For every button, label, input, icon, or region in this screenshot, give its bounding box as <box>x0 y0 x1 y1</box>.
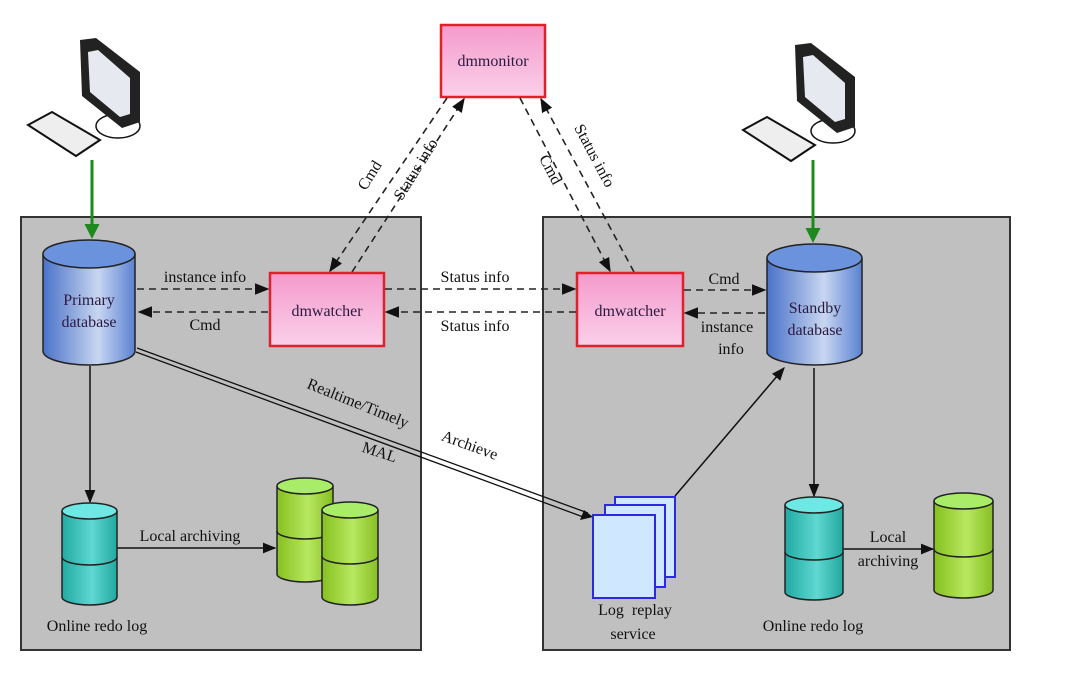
online-redo-log-left <box>61 502 118 606</box>
standby-database-node <box>766 243 863 366</box>
monitor-right-cmd-label: Cmd <box>535 152 565 187</box>
replay-to-standby-edge <box>674 366 785 497</box>
computer-icon-left <box>26 38 141 158</box>
log-replay-label-1: Log replay <box>598 602 672 619</box>
instance-info-label-right-2: info <box>718 341 744 358</box>
monitor-left-status-edge <box>351 97 465 273</box>
archive-log-right <box>933 492 994 599</box>
standby-db-label-2: database <box>787 322 842 339</box>
computer-icon-right <box>741 43 856 163</box>
monitor-right-status-label: Status info <box>570 121 617 190</box>
cmd-label-left: Cmd <box>189 317 220 334</box>
primary-db-label-1: Primary <box>63 292 115 309</box>
dmwatcher-left-node <box>268 271 386 348</box>
archive-log-left-back <box>276 477 334 583</box>
log-replay-label-2: service <box>610 626 655 643</box>
cmd-label-right: Cmd <box>708 271 739 288</box>
local-archiving-right-label-2: archiving <box>858 553 918 570</box>
mal-archive-edge <box>135 347 593 520</box>
primary-database-node <box>42 239 136 366</box>
status-info-label-bottom: Status info <box>441 318 510 335</box>
instance-info-label-left: instance info <box>164 269 246 286</box>
log-replay-service-node <box>592 496 676 599</box>
status-info-label-top: Status info <box>441 269 510 286</box>
dmwatcher-right-node <box>575 271 685 348</box>
monitor-right-status-edge <box>540 97 635 273</box>
online-redo-log-right-label: Online redo log <box>763 618 863 635</box>
archive-log-left-front <box>321 501 379 606</box>
online-redo-log-right <box>784 496 844 601</box>
monitor-right-cmd-edge <box>519 97 611 273</box>
dmwatcher-left-label: dmwatcher <box>291 303 363 320</box>
local-archiving-left-label: Local archiving <box>140 528 241 545</box>
monitor-left-cmd-edge <box>329 97 448 273</box>
online-redo-log-left-label: Online redo log <box>47 618 147 635</box>
primary-db-label-2: database <box>61 314 116 331</box>
archive-label: Archieve <box>439 428 500 464</box>
instance-info-label-right-1: instance <box>701 319 753 336</box>
monitor-left-cmd-label: Cmd <box>355 158 386 193</box>
dmwatcher-right-label: dmwatcher <box>594 303 666 320</box>
standby-db-label-1: Standby <box>789 300 841 317</box>
dmmonitor-label: dmmonitor <box>457 53 529 70</box>
local-archiving-right-label-1: Local <box>870 529 907 546</box>
dmmonitor-node <box>439 23 547 99</box>
